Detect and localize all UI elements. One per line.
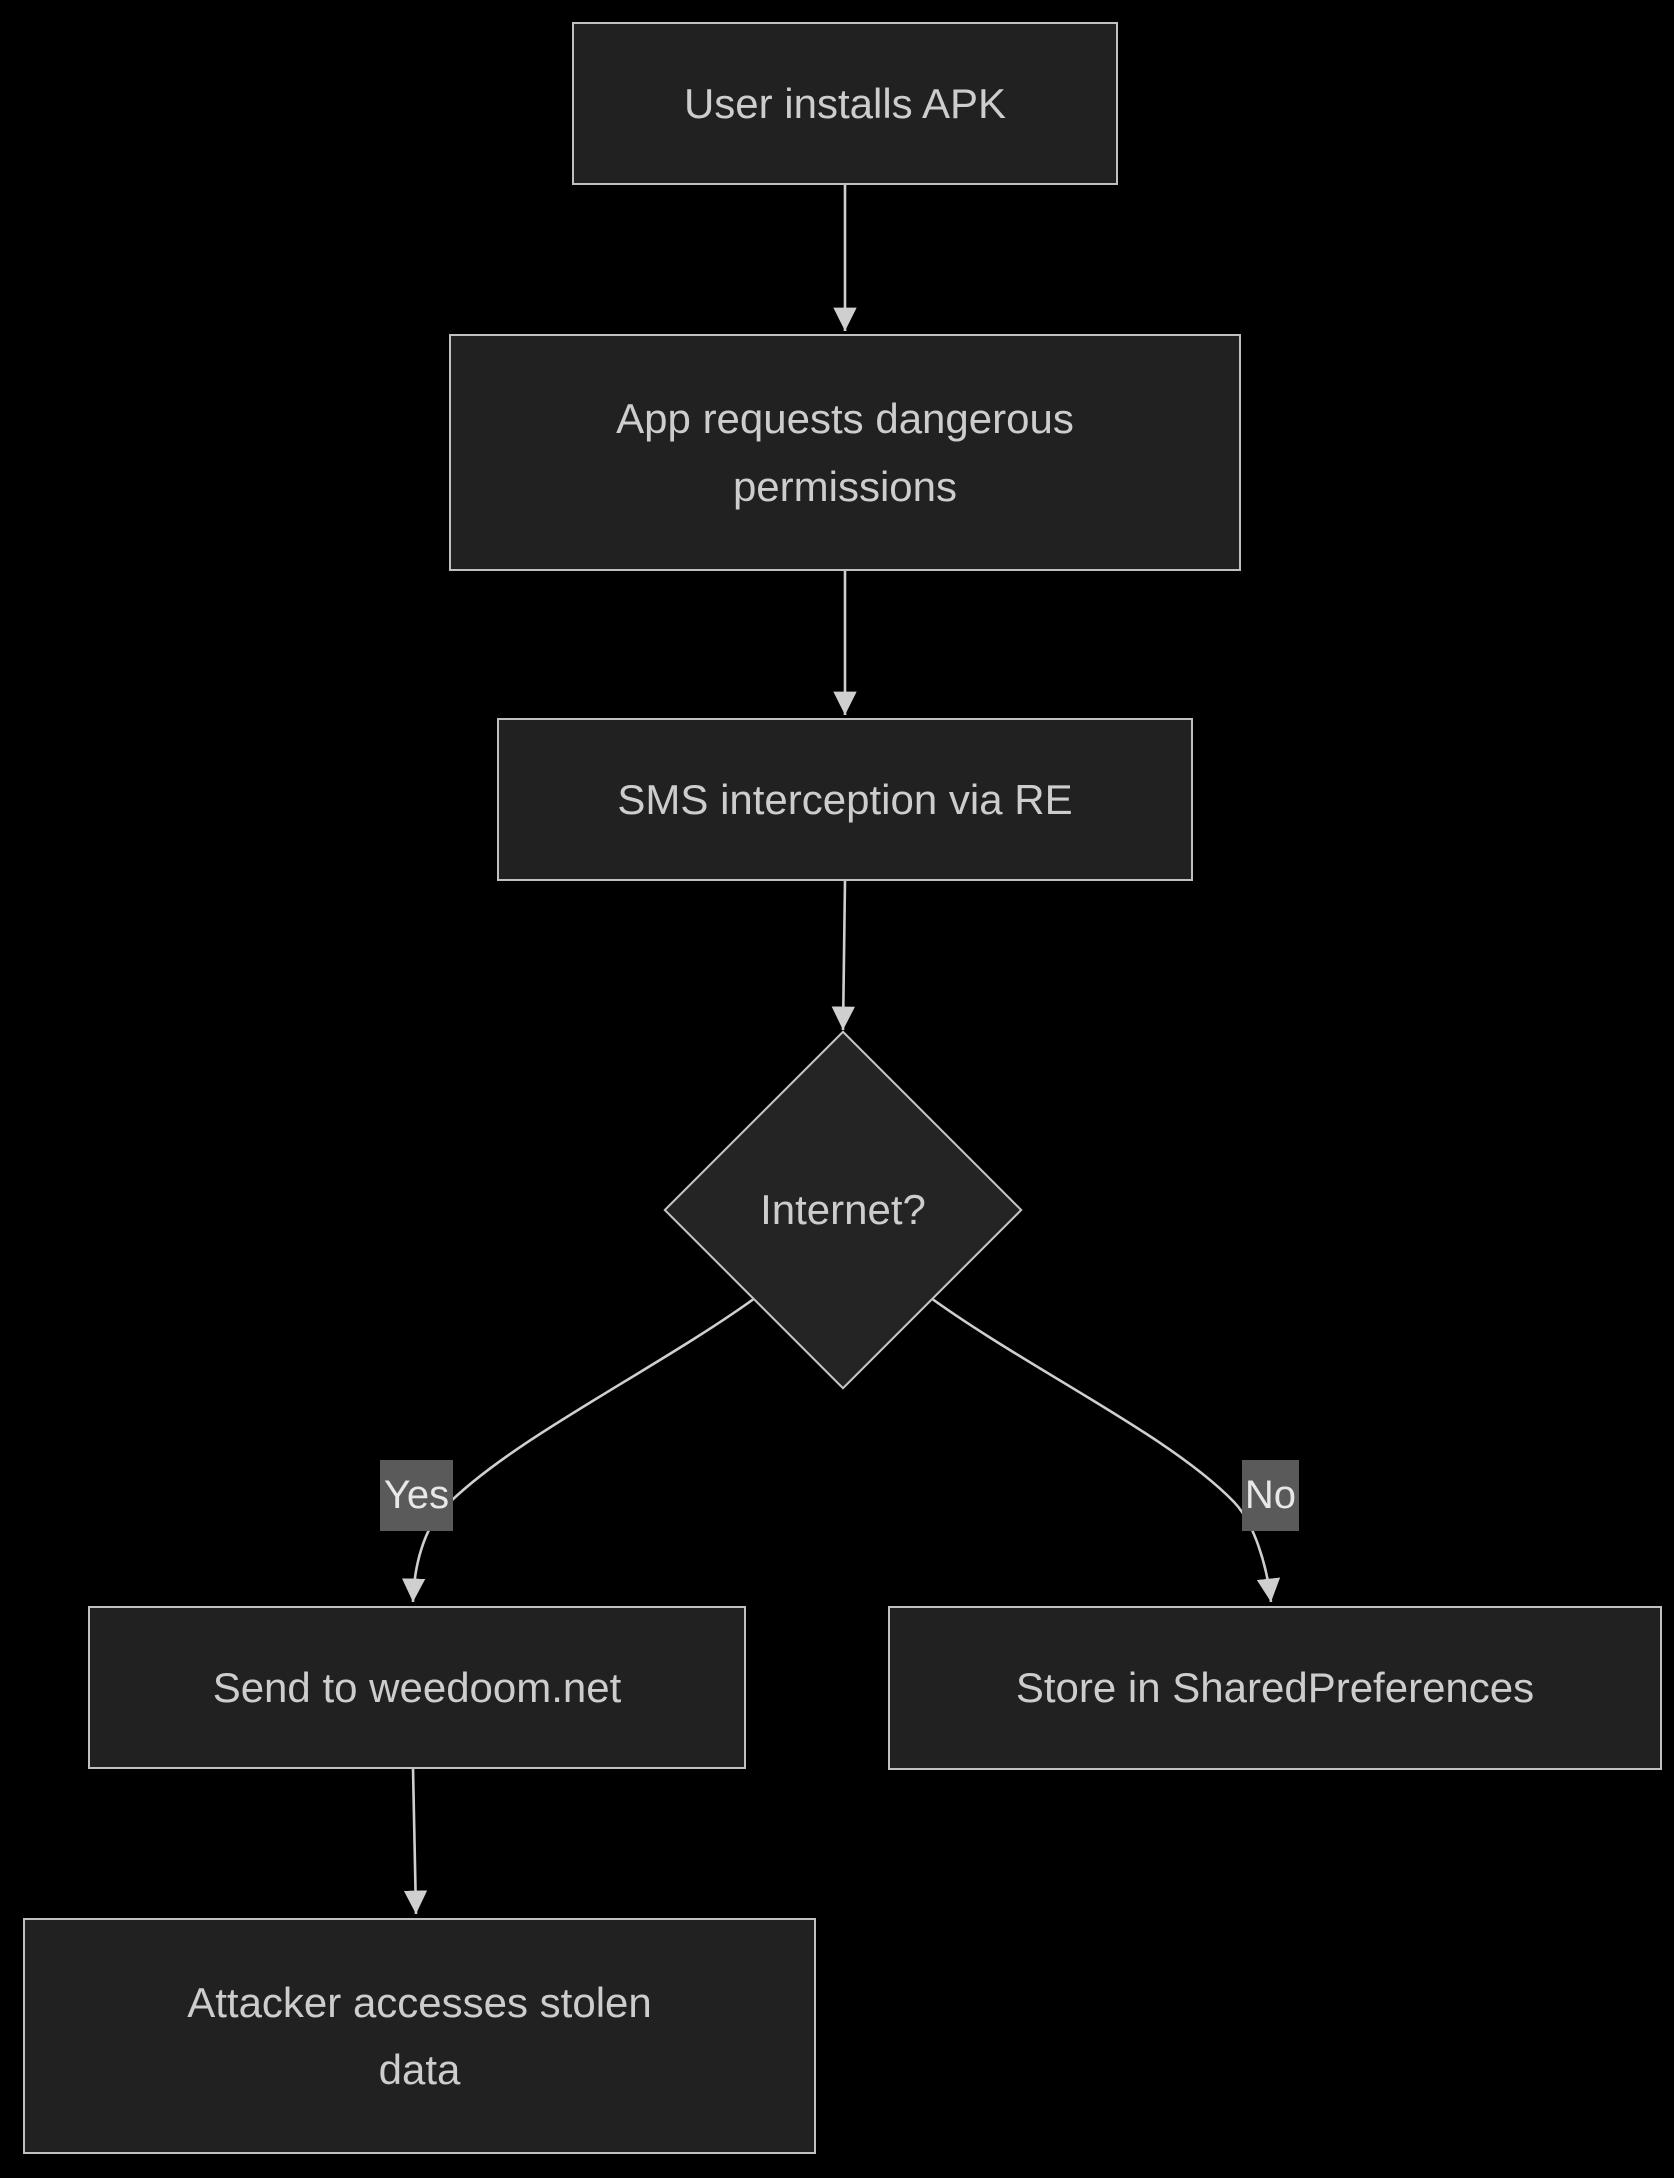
flowchart-decision-internet-label: Internet? [760, 1186, 926, 1233]
flowchart-node-attacker-accesses-data: Attacker accesses stolen data [23, 1918, 816, 2154]
flowchart-node-user-installs-apk: User installs APK [572, 22, 1118, 185]
flowchart-node-app-requests-permissions: App requests dangerous permissions [449, 334, 1241, 571]
edge-internet-no-to-store [923, 1291, 1281, 1603]
edge-label-no: No [1242, 1460, 1299, 1531]
flowchart-node-sms-interception: SMS interception via RE [497, 718, 1193, 881]
edge-internet-yes-to-send [401, 1291, 763, 1603]
edge-sms-to-internet [831, 880, 856, 1031]
edge-send-to-attacker [403, 1767, 428, 1915]
flowchart-node-send-to-weedoom: Send to weedoom.net [88, 1606, 746, 1769]
edge-label-yes: Yes [380, 1460, 453, 1531]
flowchart-node-store-sharedpreferences: Store in SharedPreferences [888, 1606, 1662, 1770]
